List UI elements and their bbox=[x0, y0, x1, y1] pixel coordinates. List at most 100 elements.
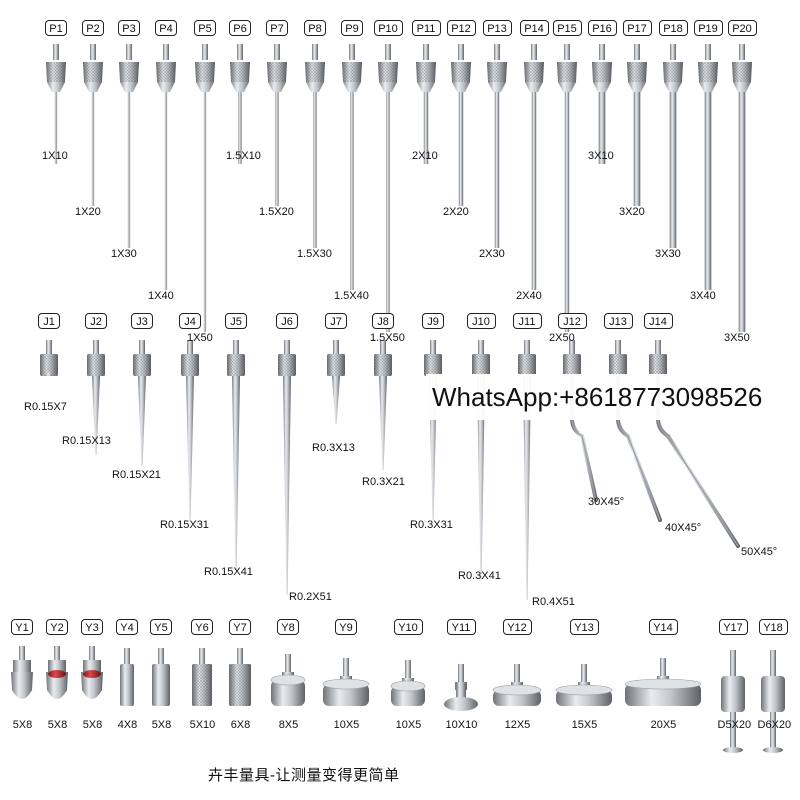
needle-j2 bbox=[87, 340, 105, 455]
probe-p9 bbox=[342, 44, 362, 290]
tag-y12: Y12 bbox=[502, 619, 532, 635]
tag-j11: J11 bbox=[512, 313, 542, 329]
spec-p4: 1X40 bbox=[148, 290, 174, 302]
probe-p15 bbox=[557, 44, 577, 332]
tag-y1: Y1 bbox=[11, 619, 33, 635]
tag-y9: Y9 bbox=[335, 619, 357, 635]
probe-p20 bbox=[732, 44, 752, 332]
spec-j3: R0.15X21 bbox=[112, 469, 161, 481]
probe-p16 bbox=[592, 44, 612, 164]
tag-j7: J7 bbox=[325, 313, 347, 329]
tag-p18: P18 bbox=[658, 20, 688, 36]
probe-p12 bbox=[451, 44, 471, 206]
contact-y11 bbox=[444, 664, 478, 711]
probe-p6 bbox=[230, 44, 250, 164]
contact-y18 bbox=[761, 650, 785, 753]
tag-p15: P15 bbox=[552, 20, 582, 36]
needle-j5 bbox=[227, 340, 245, 570]
spec-j4: R0.15X31 bbox=[160, 519, 209, 531]
tag-p10: P10 bbox=[373, 20, 403, 36]
spec-y7: 6X8 bbox=[230, 719, 251, 731]
spec-p11: 2X10 bbox=[412, 150, 438, 162]
tag-p6: P6 bbox=[229, 20, 251, 36]
tag-j14: J14 bbox=[643, 313, 673, 329]
footer-slogan: 卉丰量具-让测量变得更简单 bbox=[208, 767, 400, 784]
spec-p7: 1.5X20 bbox=[259, 206, 294, 218]
spec-j10: R0.3X41 bbox=[458, 570, 501, 582]
spec-y3: 5X8 bbox=[82, 719, 103, 731]
spec-p18: 3X30 bbox=[655, 248, 681, 260]
spec-j14: 50X45° bbox=[741, 546, 778, 558]
spec-y17: D5X20 bbox=[717, 719, 752, 731]
probe-p14 bbox=[524, 44, 544, 290]
spec-y13: 15X5 bbox=[571, 719, 598, 731]
needle-j1 bbox=[40, 340, 58, 376]
spec-y11: 10X10 bbox=[445, 719, 478, 731]
spec-p5: 1X50 bbox=[187, 332, 213, 344]
probe-p10 bbox=[378, 44, 398, 332]
needle-j10 bbox=[472, 340, 490, 580]
spec-j9: R0.3X31 bbox=[410, 519, 453, 531]
contact-y13 bbox=[555, 664, 613, 706]
tag-p13: P13 bbox=[482, 20, 512, 36]
tag-j3: J3 bbox=[131, 313, 153, 329]
spec-p20: 3X50 bbox=[724, 332, 750, 344]
tag-p4: P4 bbox=[155, 20, 177, 36]
tag-p2: P2 bbox=[82, 20, 104, 36]
contact-y4 bbox=[120, 648, 134, 706]
spec-p13: 2X30 bbox=[479, 248, 505, 260]
spec-p10: 1.5X50 bbox=[370, 332, 405, 344]
contact-y1 bbox=[11, 646, 33, 699]
spec-y9: 10X5 bbox=[333, 719, 360, 731]
probe-p3 bbox=[119, 44, 139, 248]
tag-j8: J8 bbox=[372, 313, 394, 329]
spec-j1: R0.15X7 bbox=[24, 401, 67, 413]
tag-y18: Y18 bbox=[758, 619, 788, 635]
contact-y3 bbox=[81, 646, 103, 699]
tag-y7: Y7 bbox=[229, 619, 251, 635]
tag-p16: P16 bbox=[587, 20, 617, 36]
needle-j14 bbox=[649, 340, 740, 548]
tag-y6: Y6 bbox=[191, 619, 213, 635]
tag-y17: Y17 bbox=[718, 619, 748, 635]
spec-j13: 40X45° bbox=[665, 522, 702, 534]
contact-y2 bbox=[46, 646, 68, 699]
tag-p7: P7 bbox=[266, 20, 288, 36]
tag-p11: P11 bbox=[411, 20, 441, 36]
needle-j3 bbox=[133, 340, 151, 466]
needle-j9 bbox=[424, 340, 442, 520]
spec-j8: R0.3X21 bbox=[362, 476, 405, 488]
probe-p17 bbox=[627, 44, 647, 206]
needle-j12 bbox=[563, 340, 598, 502]
spec-j2: R0.15X13 bbox=[62, 435, 111, 447]
probe-p1 bbox=[46, 44, 66, 164]
probe-p7 bbox=[267, 44, 287, 206]
needle-j4 bbox=[181, 340, 199, 520]
spec-j11: R0.4X51 bbox=[532, 596, 575, 608]
tag-y13: Y13 bbox=[569, 619, 599, 635]
contact-y17 bbox=[721, 650, 745, 753]
whatsapp-banner: WhatsApp:+8618773098526 bbox=[426, 374, 800, 420]
tag-y2: Y2 bbox=[46, 619, 68, 635]
spec-p12: 2X20 bbox=[443, 206, 469, 218]
needle-j11 bbox=[518, 340, 536, 600]
tag-y5: Y5 bbox=[150, 619, 172, 635]
contact-y12 bbox=[492, 664, 542, 706]
tag-p19: P19 bbox=[693, 20, 723, 36]
spec-p15: 2X50 bbox=[549, 332, 575, 344]
spec-p3: 1X30 bbox=[111, 248, 137, 260]
spec-y12: 12X5 bbox=[504, 719, 531, 731]
contact-y5 bbox=[152, 648, 170, 706]
tag-p20: P20 bbox=[727, 20, 757, 36]
probe-p4 bbox=[156, 44, 176, 290]
tag-j1: J1 bbox=[38, 313, 60, 329]
spec-j6: R0.2X51 bbox=[289, 591, 332, 603]
spec-y18: D6X20 bbox=[757, 719, 792, 731]
contact-y6 bbox=[192, 648, 212, 706]
tag-p17: P17 bbox=[622, 20, 652, 36]
needle-j6 bbox=[278, 340, 296, 595]
tag-y4: Y4 bbox=[116, 619, 138, 635]
spec-p17: 3X20 bbox=[619, 206, 645, 218]
tag-p14: P14 bbox=[519, 20, 549, 36]
